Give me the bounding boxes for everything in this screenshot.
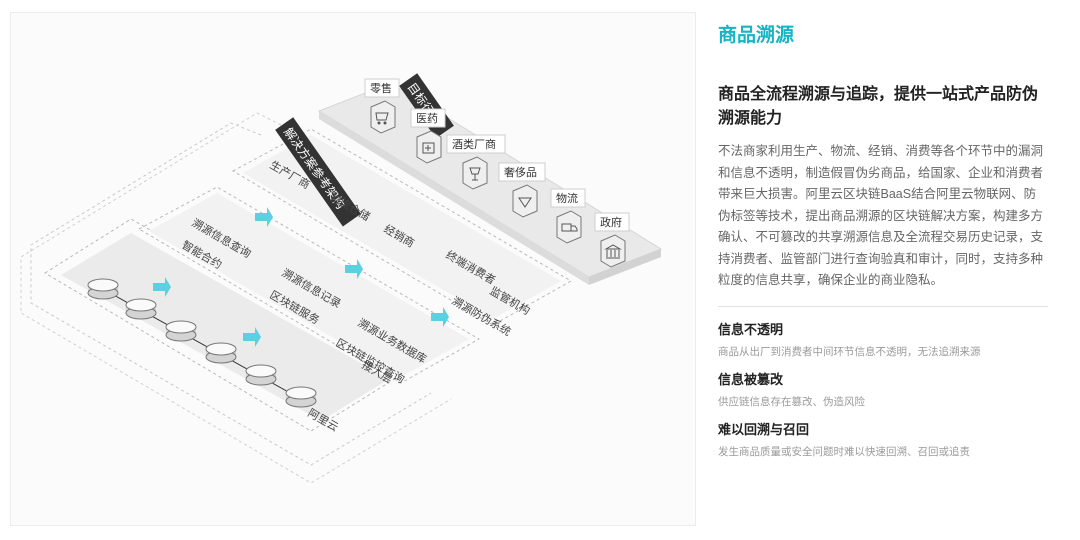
- industry-item-logistics: 物流: [550, 188, 586, 244]
- svg-text:医药: 医药: [416, 112, 438, 125]
- chain-node-4: [205, 342, 237, 364]
- divider: [718, 305, 1048, 307]
- chain-node-5: [245, 364, 277, 386]
- layer3-outline: [44, 218, 402, 432]
- industry-item-government: 政府: [594, 212, 630, 268]
- industry-item-luxury: 奢侈品: [498, 162, 546, 218]
- issue-title: 信息被篡改: [718, 371, 784, 387]
- svg-text:奢侈品: 奢侈品: [504, 165, 537, 179]
- chain-node-1: [87, 278, 119, 300]
- flow-arrows: [153, 207, 449, 347]
- chain-node-6: [285, 386, 317, 408]
- section-title: 商品溯源: [718, 25, 795, 46]
- blockchain-nodes: [87, 278, 317, 408]
- architecture-svg: 解决方案参考架构 目标行业 零售 医药 酒类厂商 奢侈品 物流 政府 生产厂商: [20, 73, 663, 484]
- svg-text:物流: 物流: [556, 191, 578, 205]
- architecture-diagram: 解决方案参考架构 目标行业 零售 医药 酒类厂商 奢侈品 物流 政府 生产厂商: [10, 12, 696, 526]
- description-text: 不法商家利用生产、物流、经销、消费等各个环节中的漏洞和信息不透明，制造假冒伪劣商…: [718, 144, 1044, 287]
- issue-text: 商品从出厂到消费者中间环节信息不透明，无法追溯来源: [718, 345, 981, 358]
- description-panel: 商品溯源 商品全流程溯源与追踪，提供一站式产品防伪溯源能力 不法商家利用生产、物…: [718, 20, 1048, 465]
- svg-text:政府: 政府: [600, 215, 622, 229]
- issue-item: 难以回溯与召回 发生商品质量或安全问题时难以快速回溯、召回或追责: [718, 419, 1048, 459]
- building-icon: [600, 234, 626, 268]
- svg-text:酒类厂商: 酒类厂商: [452, 137, 496, 151]
- issue-text: 发生商品质量或安全问题时难以快速回溯、召回或追责: [718, 445, 970, 458]
- industry-item-liquor: 酒类厂商: [446, 134, 506, 190]
- chain-node-2: [125, 298, 157, 320]
- issue-item: 信息不透明 商品从出厂到消费者中间环节信息不透明，无法追溯来源: [718, 319, 1048, 359]
- diamond-icon: [512, 184, 538, 218]
- issue-title: 难以回溯与召回: [718, 421, 810, 437]
- cart-icon: [370, 100, 396, 134]
- medicine-icon: [416, 130, 442, 164]
- industry-item-retail: 零售: [364, 78, 400, 134]
- truck-icon: [556, 210, 582, 244]
- chain-node-3: [165, 320, 197, 342]
- wine-icon: [462, 156, 488, 190]
- headline: 商品全流程溯源与追踪，提供一站式产品防伪溯源能力: [718, 86, 1039, 127]
- issue-text: 供应链信息存在篡改、伪造风险: [718, 395, 865, 408]
- layer2-outline: [137, 186, 481, 384]
- svg-text:零售: 零售: [370, 81, 392, 95]
- issue-item: 信息被篡改 供应链信息存在篡改、伪造风险: [718, 369, 1048, 409]
- issue-title: 信息不透明: [718, 321, 784, 337]
- industry-item-medicine: 医药: [410, 108, 446, 164]
